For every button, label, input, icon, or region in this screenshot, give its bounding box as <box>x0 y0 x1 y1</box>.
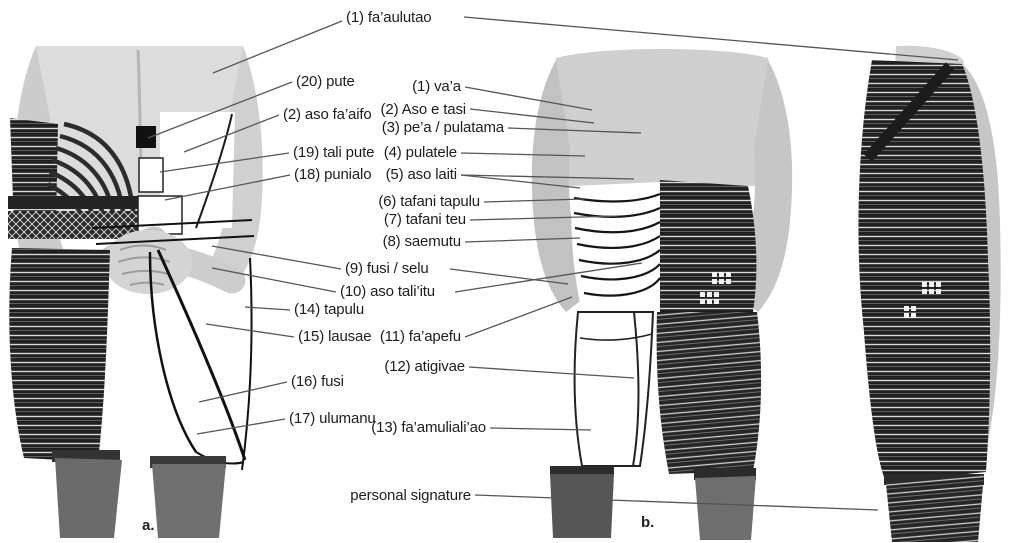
side-thigh-tattoo <box>858 60 991 482</box>
leader-faapefu <box>464 296 573 338</box>
leader-aso-faaifo <box>183 114 280 153</box>
label-fusi: (16) fusi <box>291 373 344 390</box>
front-hip-band <box>8 196 148 209</box>
label-tali-pute: (19) tali pute <box>293 144 375 161</box>
leader-tafani-teu <box>469 215 619 221</box>
label-pute: (20) pute <box>296 73 355 90</box>
label-vaa: (1) va’a <box>412 78 461 95</box>
label-aso-faaifo: (2) aso fa’aifo <box>283 106 372 123</box>
back-right-calf <box>695 476 756 540</box>
side-lower-leg <box>886 474 984 542</box>
label-aso-taliitu: (10) aso tali’itu <box>340 283 435 300</box>
leader-faaulutao-right <box>463 16 959 61</box>
label-tafani-teu: (7) tafani teu <box>383 211 466 228</box>
front-left-shin <box>55 458 122 538</box>
back-diagram-bands <box>573 192 661 297</box>
leader-aso-taliitu-left <box>211 267 337 293</box>
front-left-thigh-tattoo <box>9 248 110 462</box>
front-punialo-box <box>137 195 183 235</box>
leader-aso-laiti-a <box>460 174 635 180</box>
leader-personal-signature <box>474 494 879 511</box>
leader-pute <box>147 81 293 139</box>
back-left-knee-band <box>550 466 614 476</box>
back-right-arm <box>732 60 793 312</box>
label-faapefu: (11) fa’apefu <box>379 328 461 345</box>
leader-aso-e-tasi <box>469 108 595 124</box>
leader-aso-taliitu-right <box>454 262 643 293</box>
leader-faaulutao-left <box>212 20 343 74</box>
label-pea-pulatama: (3) pe’a / pulatama <box>381 119 504 136</box>
label-tafani-tapulu: (6) tafani tapulu <box>378 193 480 210</box>
back-diagram-thigh <box>573 311 655 467</box>
leader-ulumanu <box>196 418 286 435</box>
figure-side-view <box>858 45 1001 542</box>
back-torso <box>550 49 777 186</box>
back-tattoo-thigh <box>656 312 762 474</box>
label-aso-laiti: (5) aso laiti <box>385 166 458 183</box>
figure-front-view <box>8 46 263 538</box>
front-navel-mark <box>136 126 156 148</box>
leader-punialo <box>164 174 291 201</box>
back-tattoo-motifs <box>700 272 731 304</box>
back-left-calf <box>550 474 614 538</box>
leader-atigivae <box>468 366 635 379</box>
leader-fusi-selu-right <box>449 268 569 285</box>
label-tapulu: (14) tapulu <box>294 301 365 318</box>
leader-tali-pute <box>159 152 290 173</box>
label-saemutu: (8) saemutu <box>382 233 462 250</box>
leader-vaa <box>464 86 593 111</box>
label-punialo: (18) punialo <box>294 166 372 183</box>
side-tattoo-motifs <box>904 282 941 318</box>
leader-saemutu <box>464 237 581 243</box>
leader-tafani-tapulu <box>483 198 585 203</box>
label-faamulialiao: (13) fa’amuliali’ao <box>371 419 486 436</box>
front-hip-hatch-band <box>8 211 148 239</box>
label-personal-signature: personal signature <box>350 487 471 504</box>
leader-fusi-selu-left <box>211 245 342 270</box>
leader-pulatele <box>460 152 586 157</box>
label-fusi-selu: (9) fusi / selu <box>345 260 429 277</box>
label-pulatele: (4) pulatele <box>383 144 457 161</box>
figure-back-view <box>531 49 793 540</box>
leader-lines <box>147 16 959 511</box>
label-aso-e-tasi: (2) Aso e tasi <box>380 101 467 118</box>
label-atigivae: (12) atigivae <box>384 358 465 375</box>
front-tali-pute-box <box>138 157 164 193</box>
label-lausae: (15) lausae <box>298 328 372 345</box>
leader-tapulu <box>244 306 291 311</box>
caption-b: b. <box>641 514 655 531</box>
leader-fusi <box>198 381 288 403</box>
leader-faamulialiao <box>489 427 592 431</box>
label-ulumanu: (17) ulumanu <box>289 410 376 427</box>
back-tattoo-waist <box>660 180 757 312</box>
leader-aso-laiti-b <box>460 174 581 189</box>
leader-lausae <box>205 323 295 338</box>
side-faaulutao-band <box>863 62 955 162</box>
front-right-shin <box>152 464 226 538</box>
leader-pea-pulatama <box>507 127 642 134</box>
label-faaulutao: (1) fa’aulutao <box>346 9 432 26</box>
caption-a: a. <box>142 517 155 534</box>
